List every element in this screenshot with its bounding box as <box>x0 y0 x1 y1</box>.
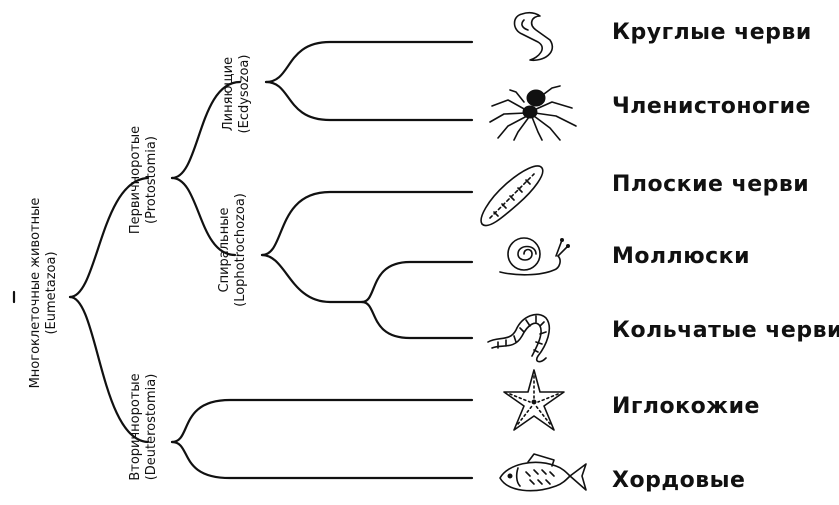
leaf-label-annelids: Кольчатые черви <box>612 318 839 343</box>
leaf-label-flatworms: Плоские черви <box>612 172 809 197</box>
branch-roundworms <box>266 42 472 82</box>
leaf-label-arthropods: Членистоногие <box>612 94 811 119</box>
leaf-label-roundworms: Круглые черви <box>612 20 812 45</box>
label-protostomia-name: Первичноротые <box>128 100 144 260</box>
leaf-label-molluscs: Моллюски <box>612 244 750 269</box>
branch-chordates <box>172 442 472 478</box>
roundworm-icon <box>508 8 578 66</box>
label-protostomia-latin: (Protostomia) <box>144 100 160 260</box>
fish-icon <box>494 452 590 500</box>
label-protostomia: Первичноротые (Protostomia) <box>128 100 160 260</box>
branch-molluscs <box>362 262 472 302</box>
label-ecdysozoa-name: Линяющие <box>221 28 237 160</box>
label-ecdysozoa-latin: (Ecdysozoa) <box>237 28 253 160</box>
branch-annelids <box>362 302 472 338</box>
label-lophotrochozoa-latin: (Lophotrochozoa) <box>233 170 249 330</box>
flatworm-icon <box>476 160 548 232</box>
label-deuterostomia-latin: (Deuterostomia) <box>144 352 160 502</box>
leaf-label-chordates: Хордовые <box>612 468 745 493</box>
branch-lophotrochozoa-inner <box>262 255 362 302</box>
branch-echinoderms <box>172 400 472 442</box>
label-deuterostomia-name: Вторичноротые <box>128 352 144 502</box>
branch-arthropods <box>266 82 472 120</box>
label-lophotrochozoa-name: Спиральные <box>217 170 233 330</box>
label-eumetazoa: Многоклеточные животные (Eumetazoa) <box>28 168 60 418</box>
earthworm-icon <box>484 306 564 364</box>
branch-flatworms <box>262 192 472 255</box>
spider-icon <box>486 82 580 142</box>
label-eumetazoa-name: Многоклеточные животные <box>28 168 44 418</box>
label-ecdysozoa: Линяющие (Ecdysozoa) <box>221 28 253 160</box>
label-eumetazoa-latin: (Eumetazoa) <box>44 168 60 418</box>
starfish-icon <box>498 366 570 438</box>
leaf-label-echinoderms: Иглокожие <box>612 394 760 419</box>
label-deuterostomia: Вторичноротые (Deuterostomia) <box>128 352 160 502</box>
snail-icon <box>496 232 570 278</box>
label-lophotrochozoa: Спиральные (Lophotrochozoa) <box>217 170 249 330</box>
